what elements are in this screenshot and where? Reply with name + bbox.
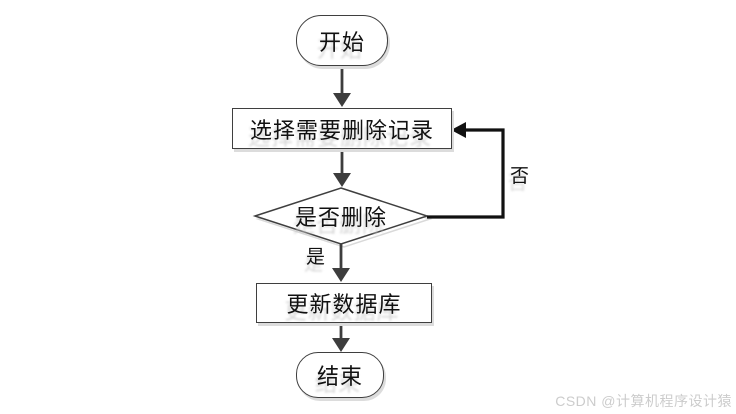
node-end-label: 结束	[316, 364, 363, 389]
edge-label-no: 否	[510, 166, 530, 187]
node-start-label: 开始	[318, 29, 365, 55]
arrowhead-start-to-select	[333, 93, 351, 107]
node-delete-decision: 是否删除	[255, 188, 427, 244]
arrowhead-select-to-decision	[333, 173, 351, 187]
node-delete-decision-label: 是否删除	[294, 205, 387, 230]
node-update-database-label: 更新数据库	[286, 292, 402, 317]
arrowhead-decision-to-update	[332, 268, 350, 282]
arrowhead-decision-to-select-loop	[451, 122, 466, 138]
edge-decision-to-select-loop	[427, 128, 505, 219]
arrowhead-update-to-end	[332, 338, 350, 352]
edge-label-yes: 是	[306, 247, 326, 268]
node-end: 结束	[296, 352, 384, 398]
watermark-text: CSDN @计算机程序设计猿	[555, 393, 732, 409]
node-start: 开始	[296, 15, 388, 66]
node-select-records: 选择需要删除记录	[232, 108, 452, 149]
node-select-records-label: 选择需要删除记录	[249, 117, 434, 143]
node-update-database: 更新数据库	[256, 283, 432, 323]
